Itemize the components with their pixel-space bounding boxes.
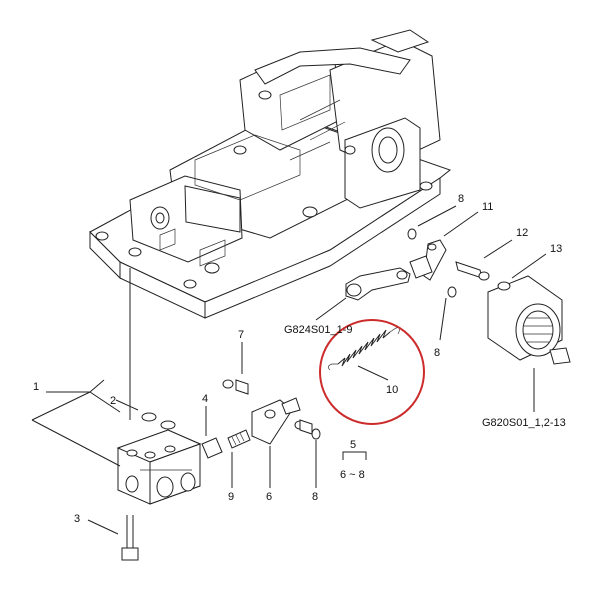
bolt — [121, 515, 139, 561]
valve-lever — [251, 397, 301, 445]
ref-label-g820: G820S01_1,2-13 — [482, 417, 566, 429]
label-part-4: 4 — [202, 393, 208, 405]
o-rings — [141, 412, 176, 430]
label-part-10: 10 — [386, 384, 398, 396]
highlight-circle — [319, 319, 425, 425]
ref-label-g824: G824S01_1-9 — [284, 324, 353, 336]
label-part-11: 11 — [482, 201, 493, 213]
part-labels: 1 2 3 4 5 6 7 8 9 10 8 11 12 13 8 6 ~ 8 — [33, 193, 562, 525]
label-part-8-middle: 8 — [434, 347, 440, 359]
label-part-6: 6 — [266, 491, 272, 503]
label-part-8-top: 8 — [458, 193, 464, 205]
upper-lever — [409, 239, 447, 281]
label-part-1: 1 — [33, 381, 39, 393]
pivot-pin — [455, 261, 490, 281]
threaded-stud — [227, 429, 251, 449]
label-part-8-bottom: 8 — [312, 491, 318, 503]
fitting — [201, 437, 223, 459]
cylinder-cover — [487, 275, 571, 365]
label-part-3: 3 — [74, 513, 80, 525]
leader-lines — [31, 205, 547, 535]
label-part-5: 5 — [350, 439, 356, 451]
label-part-12: 12 — [516, 227, 528, 239]
label-part-2: 2 — [110, 395, 116, 407]
label-part-9: 9 — [228, 491, 234, 503]
label-part-7: 7 — [238, 329, 244, 341]
lift-housing — [89, 29, 452, 319]
link-arm — [345, 267, 411, 301]
label-parts-6-to-8: 6 ~ 8 — [340, 469, 365, 481]
control-valve-block — [116, 429, 202, 505]
washers — [311, 228, 457, 440]
label-part-13: 13 — [550, 243, 562, 255]
